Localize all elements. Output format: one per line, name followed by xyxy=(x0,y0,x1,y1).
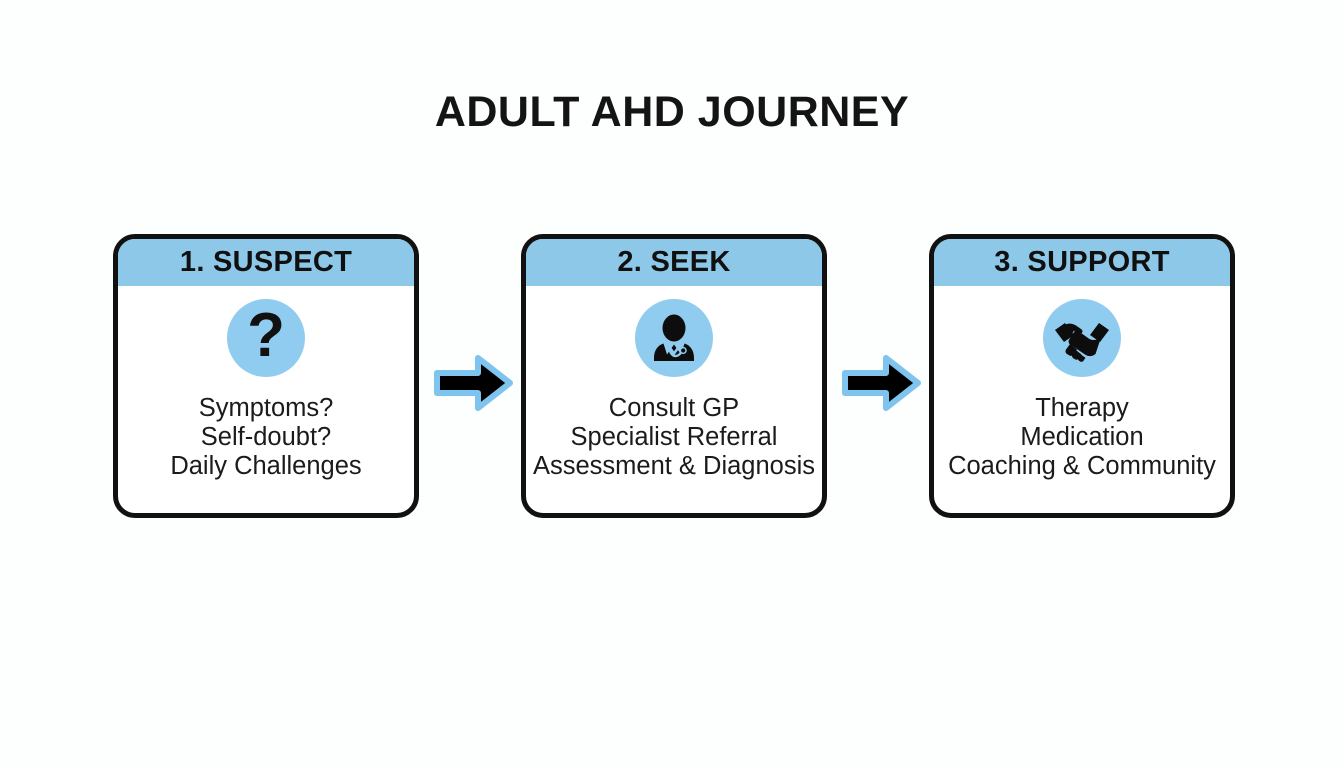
step-header-seek: 2. SEEK xyxy=(526,239,822,286)
step-body-line: Therapy xyxy=(1035,394,1129,422)
step-body-line: Coaching & Community xyxy=(948,452,1216,480)
doctor-icon xyxy=(635,299,713,377)
step-body-line: Assessment & Diagnosis xyxy=(532,452,816,480)
step-body-line: Specialist Referral xyxy=(570,423,778,451)
step-body-support: Therapy Medication Coaching & Community xyxy=(920,394,1244,481)
arrow-right-icon xyxy=(842,352,922,414)
step-card-suspect[interactable]: 1. SUSPECT ? Symptoms? Self-doubt? Daily… xyxy=(113,234,419,518)
question-mark-icon: ? xyxy=(227,299,305,377)
step-body-line: Symptoms? xyxy=(198,394,334,422)
step-header-label: 3. SUPPORT xyxy=(994,246,1170,278)
step-header-label: 2. SEEK xyxy=(617,246,731,278)
journey-flow-diagram: 1. SUSPECT ? Symptoms? Self-doubt? Daily… xyxy=(113,234,1235,520)
step-header-label: 1. SUSPECT xyxy=(179,246,353,278)
page-title: ADULT AHD JOURNEY xyxy=(434,88,910,136)
step-body-seek: Consult GP Specialist Referral Assessmen… xyxy=(512,394,836,481)
step-body-suspect: Symptoms? Self-doubt? Daily Challenges xyxy=(104,394,428,481)
step-body-line: Medication xyxy=(1020,423,1144,451)
question-mark-glyph: ? xyxy=(247,301,285,370)
step-header-support: 3. SUPPORT xyxy=(934,239,1230,286)
handshake-icon xyxy=(1043,299,1121,377)
step-card-support[interactable]: 3. SUPPORT Therapy Medication Coaching &… xyxy=(929,234,1235,518)
step-body-line: Self-doubt? xyxy=(200,423,332,451)
step-body-line: Daily Challenges xyxy=(170,452,362,480)
step-card-seek[interactable]: 2. SEEK Consult GP Specialist Referral A… xyxy=(521,234,827,518)
step-header-suspect: 1. SUSPECT xyxy=(118,239,414,286)
step-body-line: Consult GP xyxy=(608,394,740,422)
arrow-right-icon xyxy=(434,352,514,414)
